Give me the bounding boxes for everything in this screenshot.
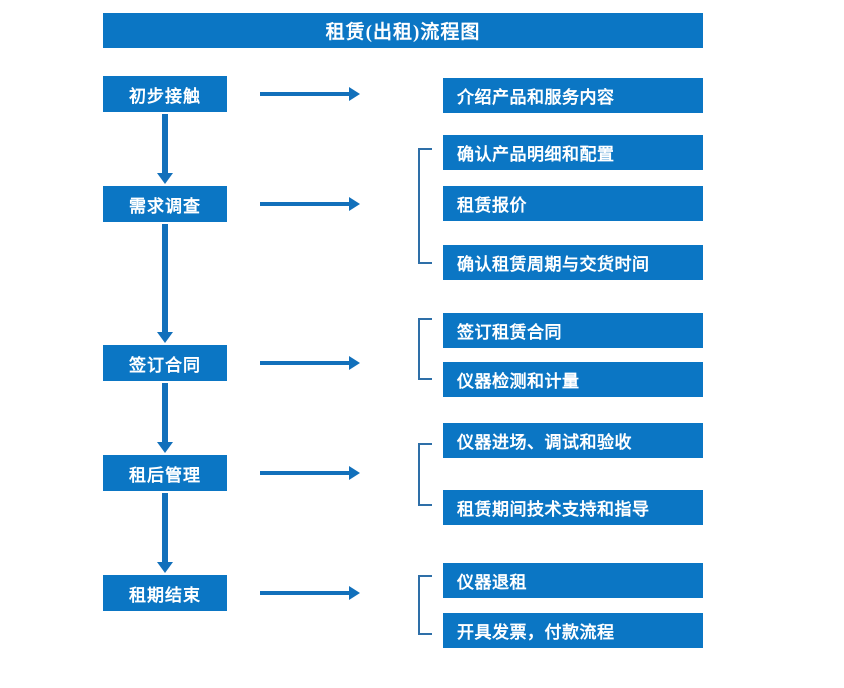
detail-box-4-2[interactable]: 租赁期间技术支持和指导 (443, 490, 703, 525)
right-arrow-icon-2 (260, 197, 360, 211)
detail-box-4-1[interactable]: 仪器进场、调试和验收 (443, 423, 703, 458)
right-arrow-icon-4 (260, 466, 360, 480)
detail-box-1-1[interactable]: 介绍产品和服务内容 (443, 78, 703, 113)
right-arrow-icon-5 (260, 586, 360, 600)
detail-box-2-1[interactable]: 确认产品明细和配置 (443, 135, 703, 170)
stage-box-3[interactable]: 签订合同 (103, 345, 227, 381)
detail-box-5-2[interactable]: 开具发票，付款流程 (443, 613, 703, 648)
down-arrow-icon-1 (157, 114, 173, 184)
right-arrow-icon-3 (260, 356, 360, 370)
down-arrow-icon-4 (157, 493, 173, 573)
page-title: 租赁(出租)流程图 (103, 13, 703, 48)
down-arrow-icon-3 (157, 383, 173, 453)
bracket-group-4 (418, 443, 432, 506)
stage-box-4[interactable]: 租后管理 (103, 455, 227, 491)
down-arrow-icon-2 (157, 224, 173, 343)
stage-box-1[interactable]: 初步接触 (103, 76, 227, 112)
detail-box-3-1[interactable]: 签订租赁合同 (443, 313, 703, 348)
bracket-group-2 (418, 148, 432, 264)
detail-box-2-3[interactable]: 确认租赁周期与交货时间 (443, 245, 703, 280)
stage-box-5[interactable]: 租期结束 (103, 575, 227, 611)
bracket-group-5 (418, 575, 432, 635)
detail-box-2-2[interactable]: 租赁报价 (443, 186, 703, 221)
detail-box-3-2[interactable]: 仪器检测和计量 (443, 362, 703, 397)
right-arrow-icon-1 (260, 87, 360, 101)
detail-box-5-1[interactable]: 仪器退租 (443, 563, 703, 598)
stage-box-2[interactable]: 需求调查 (103, 186, 227, 222)
bracket-group-3 (418, 318, 432, 380)
